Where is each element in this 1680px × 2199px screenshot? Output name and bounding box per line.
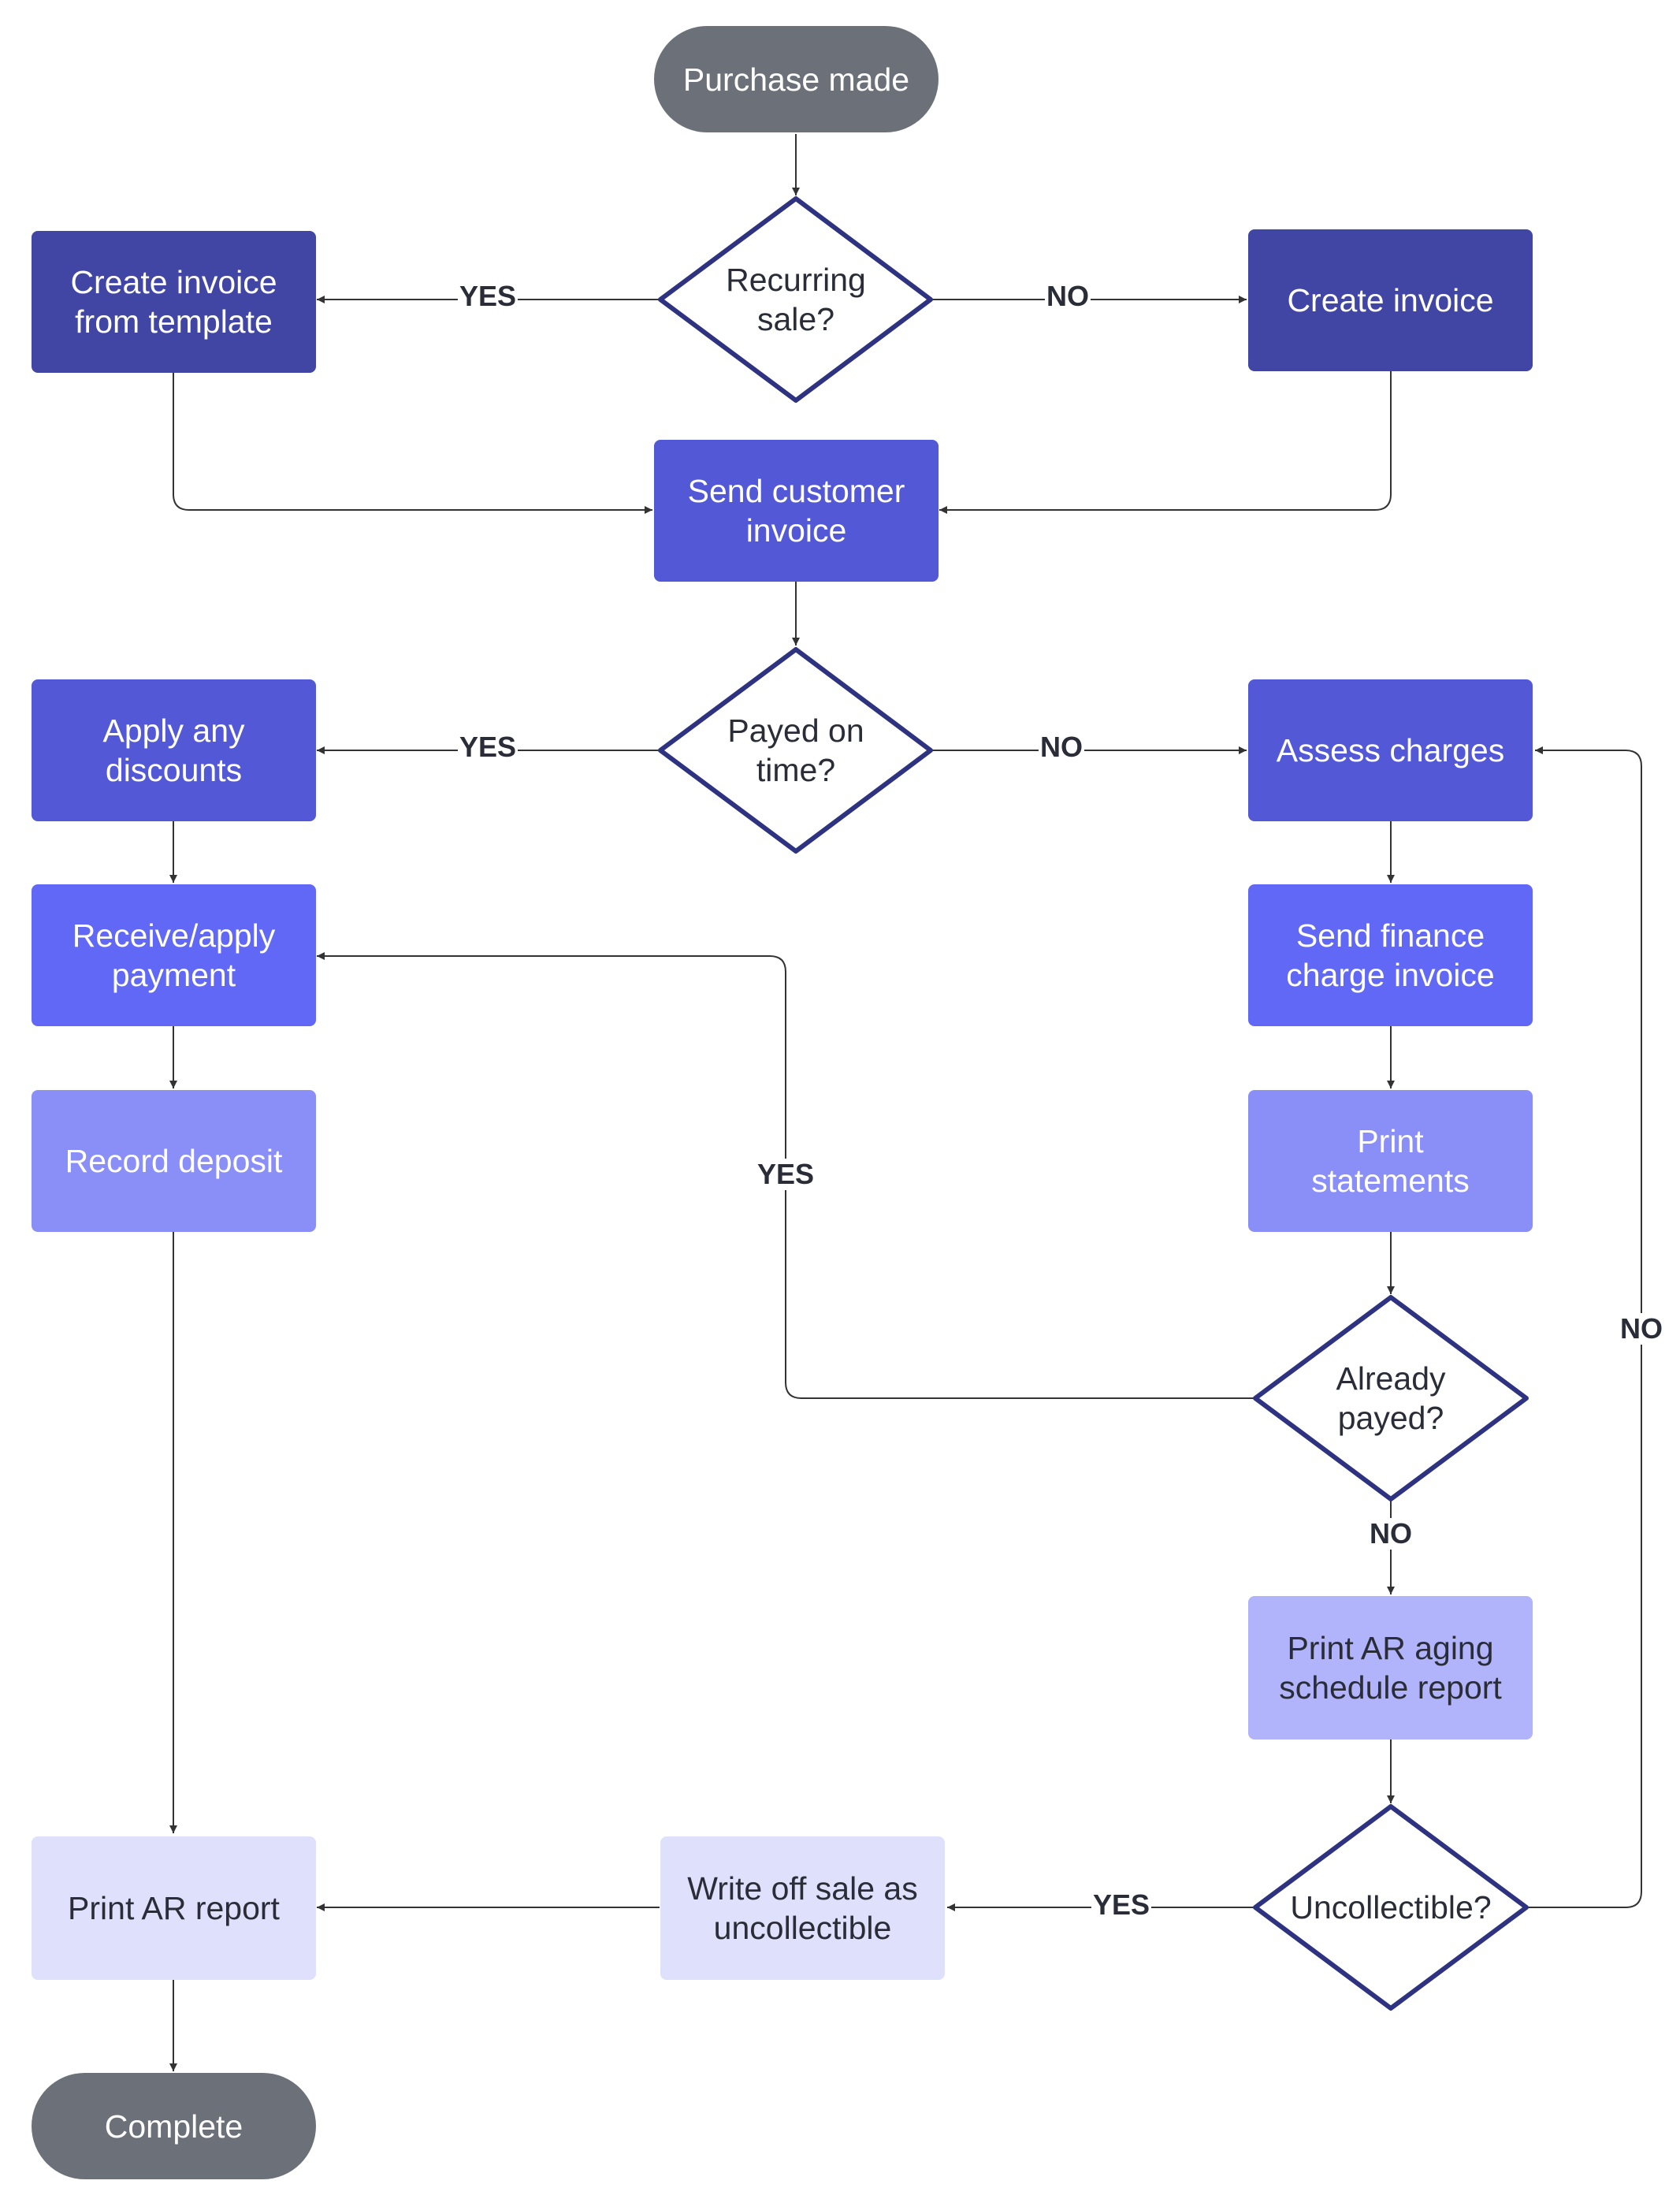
receive-apply-payment-box: Receive/apply payment	[32, 884, 316, 1026]
apply-discounts-box: Apply any discounts	[32, 679, 316, 821]
payed-on-time-decision: Payed on time?	[727, 713, 864, 788]
purchase-made-terminal: Purchase made	[654, 26, 938, 132]
already-payed-decision: Already payed?	[1336, 1360, 1446, 1436]
write-off-sale-box: Write off sale as uncollectible	[660, 1836, 945, 1980]
recurring-no-label: NO	[1045, 280, 1091, 312]
uncollectible-yes-label: YES	[1091, 1888, 1152, 1921]
print-ar-report-box: Print AR report	[32, 1836, 316, 1980]
decision-recurring-shape	[658, 196, 933, 403]
decision-already-shape	[1253, 1295, 1529, 1501]
record-deposit-box: Record deposit	[32, 1090, 316, 1232]
already-no-label: NO	[1368, 1517, 1414, 1550]
decision-payed-shape	[658, 647, 933, 854]
payed-no-label: NO	[1039, 731, 1084, 763]
edge-template-to-send	[173, 373, 652, 514]
print-statements-box: Print statements	[1248, 1090, 1533, 1232]
create-invoice-box: Create invoice	[1248, 229, 1533, 371]
recurring-sale-decision: Recurring sale?	[726, 262, 866, 337]
complete-terminal: Complete	[32, 2073, 316, 2179]
uncollectible-decision: Uncollectible?	[1290, 1889, 1492, 1926]
payed-yes-label: YES	[457, 731, 518, 763]
print-ar-aging-box: Print AR aging schedule report	[1248, 1596, 1533, 1739]
uncollectible-no-label: NO	[1619, 1312, 1664, 1345]
send-finance-charge-invoice-box: Send finance charge invoice	[1248, 884, 1533, 1026]
recurring-yes-label: YES	[457, 280, 518, 312]
send-customer-invoice-box: Send customer invoice	[654, 440, 938, 582]
already-yes-label: YES	[755, 1158, 816, 1190]
assess-charges-box: Assess charges	[1248, 679, 1533, 821]
decision-uncollectible-shape	[1253, 1804, 1529, 2011]
edge-invoice-to-send	[939, 371, 1392, 514]
create-invoice-from-template-box: Create invoice from template	[32, 231, 316, 373]
